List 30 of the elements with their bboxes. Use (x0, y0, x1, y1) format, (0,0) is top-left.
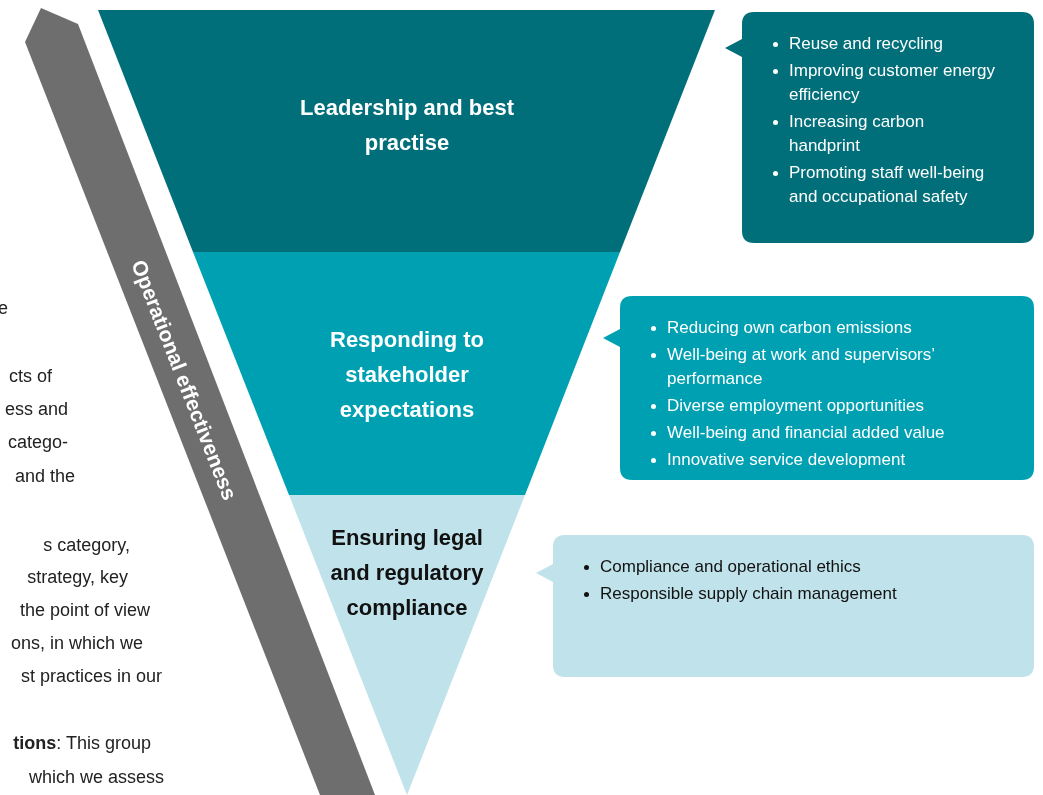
body-text-line: s category, (43, 535, 130, 556)
funnel-band (98, 10, 715, 252)
bullet-text: Compliance and operational ethics (600, 557, 861, 576)
bullet-text: Diverse employment opportunities (667, 396, 924, 415)
funnel-band (289, 495, 525, 795)
bullet-text: Responsible supply chain management (600, 584, 897, 603)
bullet-text: Reducing own carbon emissions (667, 318, 912, 337)
bullet-text: Reuse and recycling (789, 34, 944, 53)
bullet-text: Improving customer energy efficiency (789, 61, 995, 104)
callout-bubble (603, 296, 1034, 480)
callout-bubble (725, 12, 1034, 243)
body-text-line: the point of view (19, 600, 150, 621)
bullet-text: Innovative service development (667, 450, 906, 469)
bullet-text: Promoting staff well-being and occupational safety (789, 163, 985, 206)
body-text-line: cts of (9, 366, 52, 387)
body-text-line: which we assess (28, 767, 164, 788)
body-text-line: tions: This group (13, 733, 151, 754)
band-heading: Ensuring legal and regulatory compliance (329, 524, 485, 622)
bullet-text: Well-being and financial added value (667, 423, 945, 442)
band-heading: Leadership and best practise (299, 94, 515, 157)
band-heading: Responding to stakeholder expectations (329, 326, 485, 424)
body-text-line: st practices in our (20, 666, 162, 687)
body-text-line: catego- (7, 432, 68, 453)
bullet-text: Well-being at work and supervisors’ performance (667, 345, 935, 388)
body-text-line: ess and (4, 399, 68, 420)
bullet-text: Increasing carbon handprint (789, 112, 925, 155)
body-text-line: ons, in which we (10, 633, 143, 654)
body-text-line: and the (14, 466, 75, 487)
body-text-line: strategy, key (27, 567, 128, 588)
callout-bubble (536, 535, 1034, 677)
